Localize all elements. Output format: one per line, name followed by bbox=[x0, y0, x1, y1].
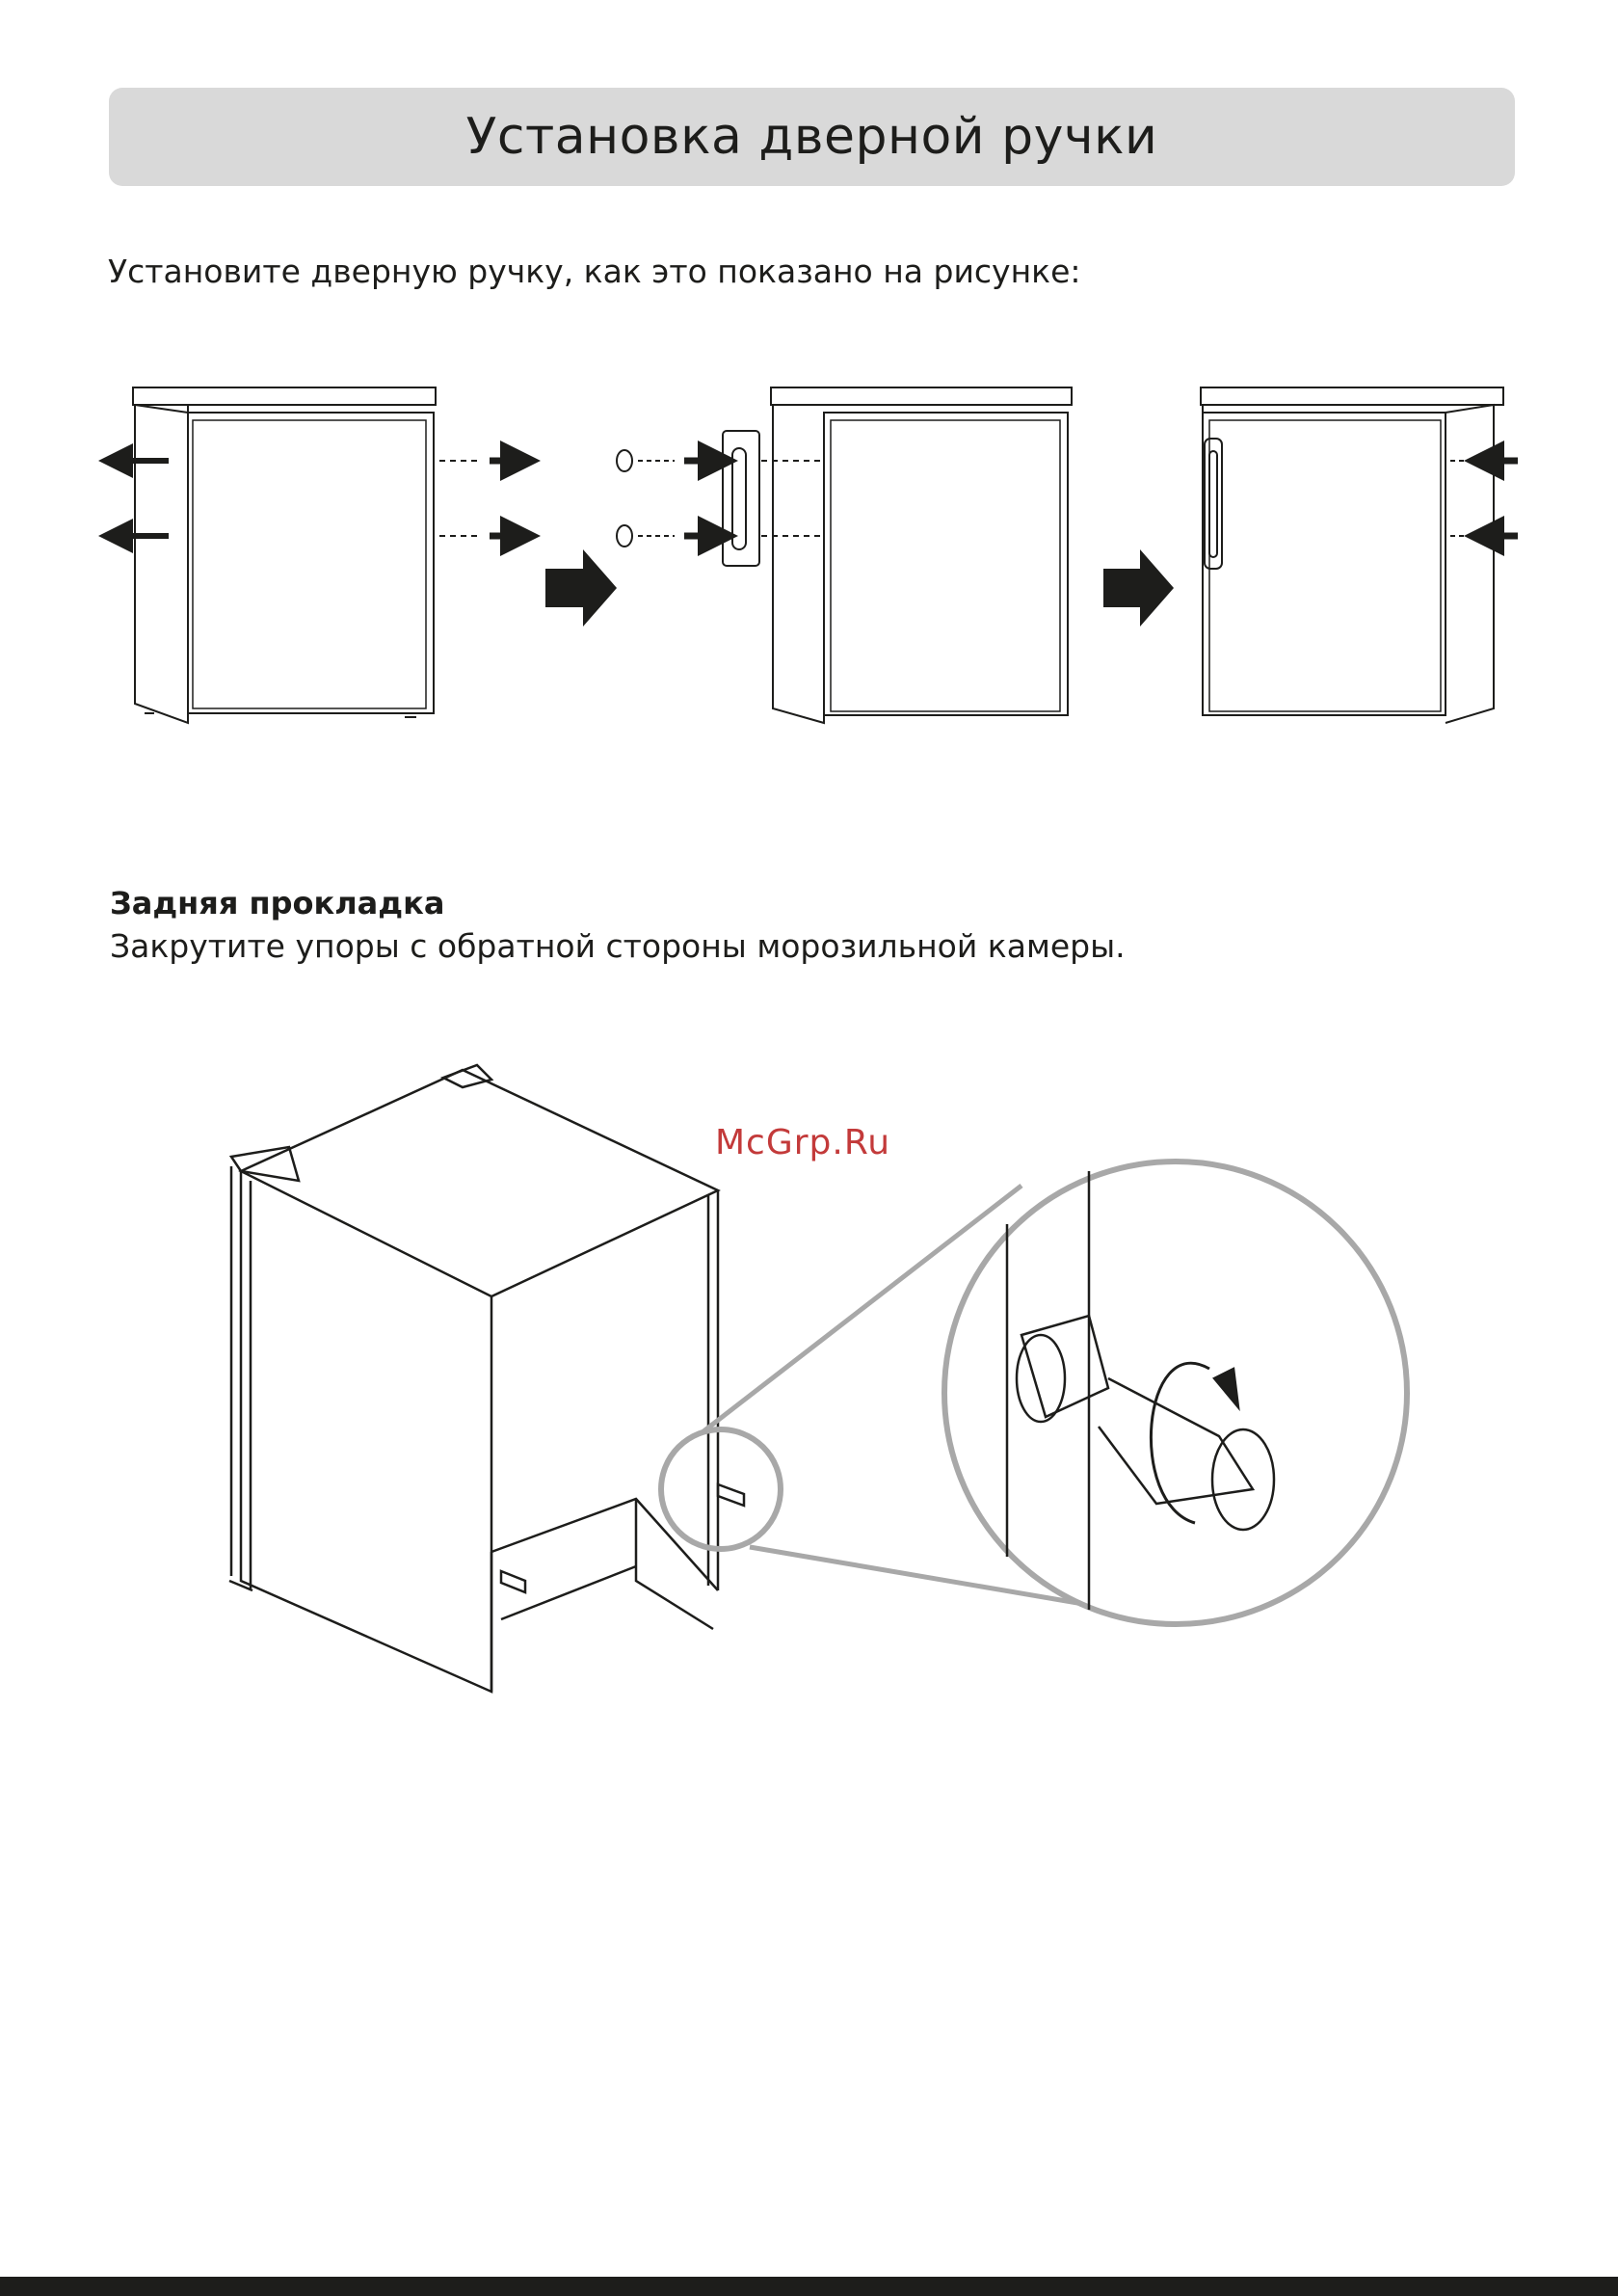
page-bottom-rule bbox=[0, 2277, 1618, 2296]
step-arrow-1 bbox=[545, 549, 617, 627]
fridge-step-3 bbox=[1201, 387, 1518, 723]
watermark: McGrp.Ru bbox=[715, 1123, 890, 1162]
fridge-step-1 bbox=[116, 387, 520, 723]
spacer-zoom-detail bbox=[944, 1161, 1407, 1624]
rear-spacer-text: Закрутите упоры с обратной стороны мороз… bbox=[110, 927, 1126, 965]
rear-spacer-heading: Задняя прокладка bbox=[110, 885, 444, 921]
fridge-step-2 bbox=[617, 387, 1072, 723]
step-arrow-2 bbox=[1103, 549, 1174, 627]
